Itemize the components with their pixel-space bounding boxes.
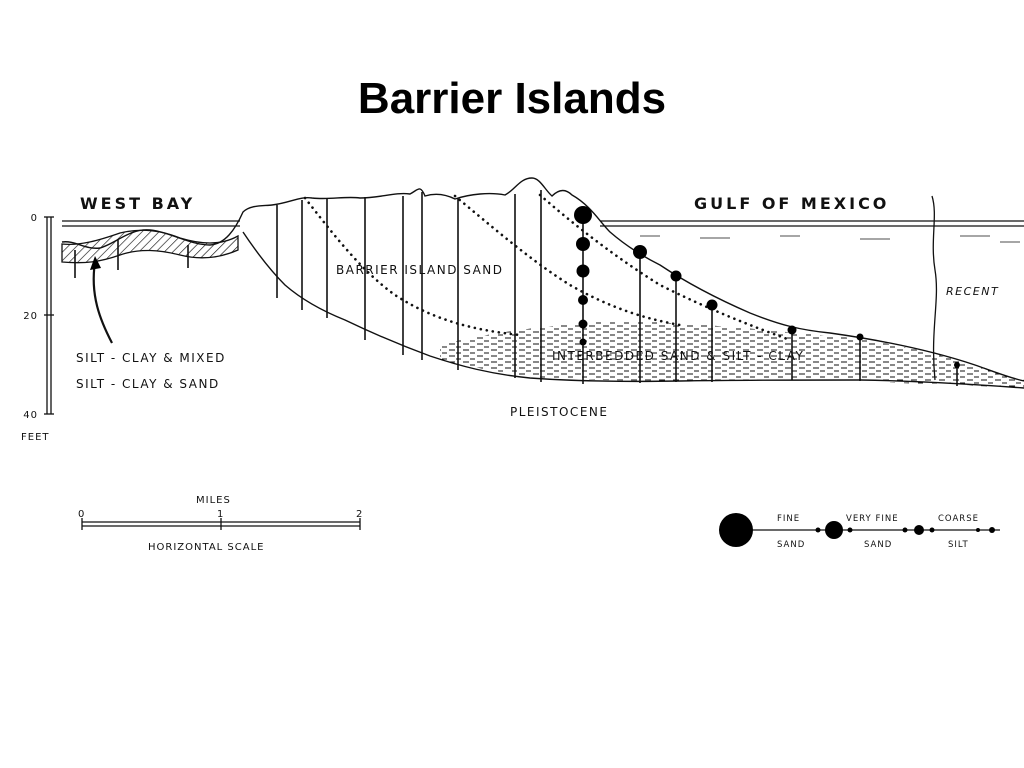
scale-tick-0: 0 <box>78 509 85 520</box>
depth-scale <box>44 216 54 415</box>
dotted-time-lines <box>303 193 792 342</box>
legend-coarse-label: COARSE <box>938 514 979 524</box>
west-bay-silt-clay <box>61 229 239 264</box>
grain-size-legend <box>719 513 1000 547</box>
silt-clay-mixed-label: SILT - CLAY & MIXED <box>76 351 226 365</box>
legend-very-fine-label: VERY FINE <box>846 514 899 524</box>
silt-clay-sand-label: SILT - CLAY & SAND <box>76 377 220 391</box>
depth-tick-0: 0 <box>31 213 38 224</box>
legend-silt-label: SILT <box>948 540 969 550</box>
interbedded-zone <box>440 321 1024 388</box>
slide-title: Barrier Islands <box>357 74 667 123</box>
legend-sand-label-1: SAND <box>777 540 805 550</box>
recent-bracket <box>931 195 938 381</box>
water-surface <box>62 220 1024 227</box>
scale-tick-1: 1 <box>217 509 224 520</box>
gulf-water-dashes <box>640 235 1020 243</box>
island-surface <box>61 177 1024 382</box>
interbedded-label: INTERBEDDED SAND & SILT - CLAY <box>552 349 804 363</box>
legend-fine-label: FINE <box>777 514 800 524</box>
legend-sand-label-2: SAND <box>864 540 892 550</box>
gulf-of-mexico-label: GULF OF MEXICO <box>694 194 889 213</box>
miles-label: MILES <box>196 495 231 506</box>
depth-tick-40: 40 <box>23 410 38 421</box>
depth-tick-20: 20 <box>23 311 38 322</box>
barrier-island-sand-label: BARRIER ISLAND SAND <box>336 263 504 277</box>
recent-label: RECENT <box>946 285 999 298</box>
silt-clay-pointer <box>92 261 113 344</box>
horizontal-scale-caption: HORIZONTAL SCALE <box>148 542 264 553</box>
pleistocene-label: PLEISTOCENE <box>510 405 608 419</box>
grain-size-markers <box>574 206 960 368</box>
depth-unit-label: FEET <box>21 432 50 443</box>
west-bay-label: WEST BAY <box>80 194 195 213</box>
scale-tick-2: 2 <box>356 509 363 520</box>
horizontal-scale <box>81 518 361 530</box>
